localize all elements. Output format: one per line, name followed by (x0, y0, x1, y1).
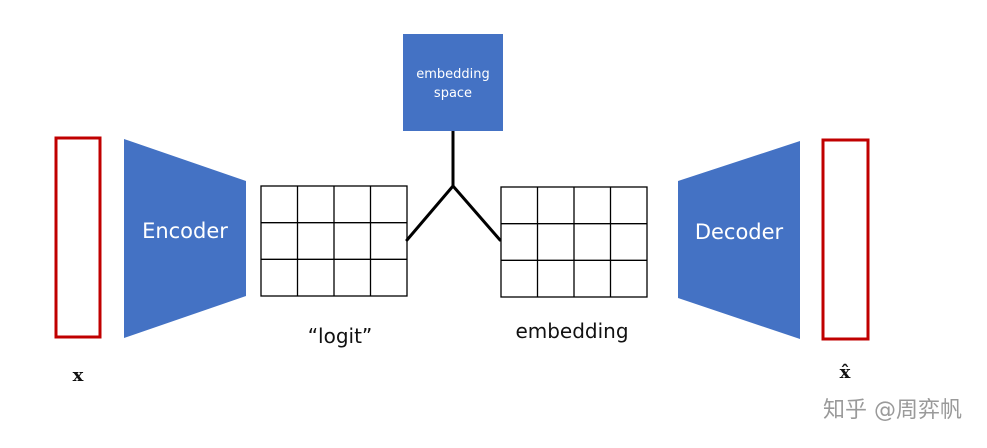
output-vector (821, 138, 870, 341)
logit-grid (260, 185, 408, 297)
encoder-block (124, 139, 246, 338)
logit-label: “logit” (308, 324, 373, 348)
embedding-space-label-line1: embedding (416, 67, 490, 82)
embedding-space-block (403, 34, 503, 131)
decoder-label: Decoder (695, 220, 784, 244)
connector-lines (405, 129, 502, 242)
output-vector-label: x̂ (840, 362, 851, 383)
embedding-label: embedding (515, 319, 628, 343)
input-vector-label: x (73, 365, 84, 386)
embedding-grid (500, 186, 648, 298)
embedding-space-label-line2: space (434, 86, 472, 101)
input-vector (54, 136, 102, 339)
decoder-block (678, 141, 800, 339)
watermark-text: 知乎 @周弈帆 (823, 398, 962, 423)
encoder-label: Encoder (142, 219, 228, 243)
